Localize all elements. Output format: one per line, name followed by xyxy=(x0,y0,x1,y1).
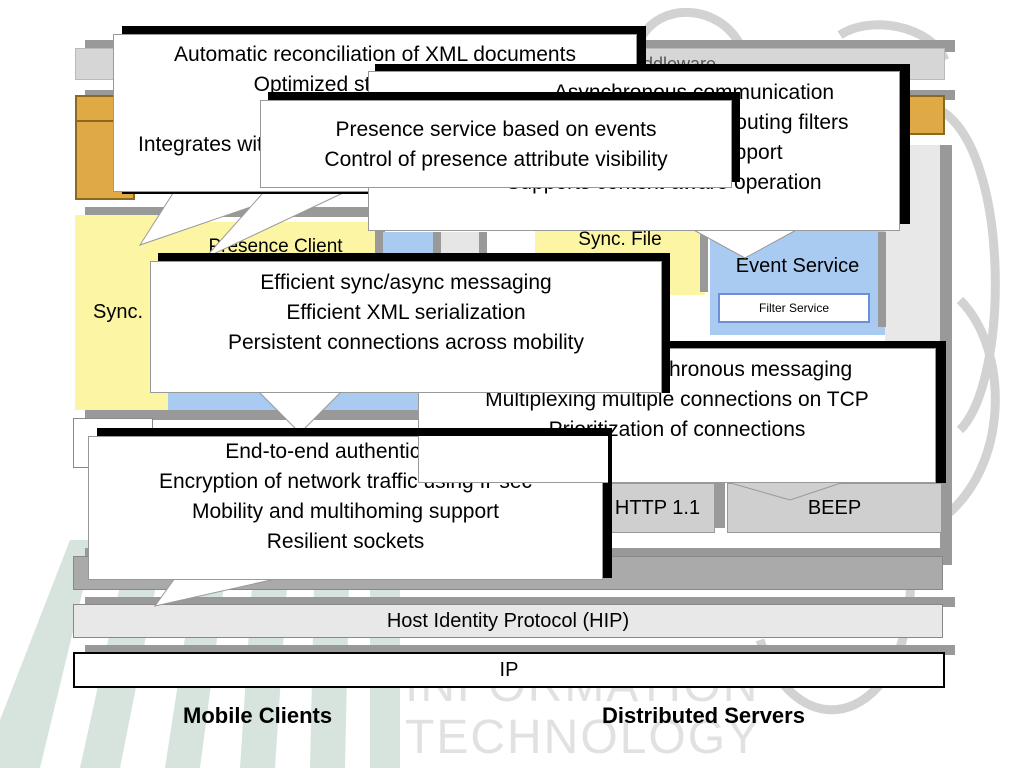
layer-shadow xyxy=(878,232,886,327)
watermark-line2: TECHNOLOGY xyxy=(405,711,762,764)
callout-line: Multiplexing multiple connections on TCP xyxy=(485,388,869,411)
layer-shadow xyxy=(85,597,955,607)
beep-callout-tail xyxy=(719,479,851,501)
hip-layer: Host Identity Protocol (HIP) xyxy=(73,604,943,638)
layer-shadow xyxy=(715,483,725,528)
callout-line: Efficient XML serialization xyxy=(286,301,526,324)
event-callout-tail xyxy=(689,227,801,259)
callout-line: Mobility and multihoming support xyxy=(192,500,499,523)
beep-callout-overlap xyxy=(418,436,608,483)
ip-layer: IP xyxy=(73,652,945,688)
hip-label: Host Identity Protocol (HIP) xyxy=(386,609,630,632)
presence-callout: Presence service based on events Control… xyxy=(260,100,732,188)
callout-line: Automatic reconciliation of XML document… xyxy=(174,43,576,66)
callout-line: Presence service based on events xyxy=(335,118,657,141)
distributed-servers-caption: Distributed Servers xyxy=(602,703,805,728)
callout-line: Prioritization of connections xyxy=(548,418,806,441)
callout-line: Efficient sync/async messaging xyxy=(260,271,552,294)
layer-shadow xyxy=(85,645,955,655)
hip-callout-tail xyxy=(153,577,281,607)
ip-label: IP xyxy=(499,658,519,681)
callout-line: Asynchronous messaging xyxy=(611,358,853,381)
callout-line: Persistent connections across mobility xyxy=(228,331,584,354)
layer-shadow xyxy=(700,232,708,292)
callout-line: End-to-end authentication xyxy=(225,440,466,463)
sync-client-label: Sync. xyxy=(93,301,144,323)
callout-line: Resilient sockets xyxy=(266,530,425,553)
messaging-callout-tail xyxy=(253,387,347,434)
event-service-label: Event Service xyxy=(735,255,860,277)
filter-service-block: Filter Service xyxy=(718,293,870,323)
http-label: HTTP 1.1 xyxy=(614,496,701,519)
messaging-callout: Efficient sync/async messaging Efficient… xyxy=(150,261,662,393)
mobile-clients-caption: Mobile Clients xyxy=(183,703,333,728)
callout-line: Integrates with xyxy=(138,133,275,156)
http-layer: HTTP 1.1 xyxy=(600,483,715,533)
sync-file-label: Sync. File xyxy=(578,229,662,250)
presence-client-label: Presence Client xyxy=(208,236,343,257)
callout-line: Control of presence attribute visibility xyxy=(324,148,668,171)
beep-label: BEEP xyxy=(807,496,862,519)
